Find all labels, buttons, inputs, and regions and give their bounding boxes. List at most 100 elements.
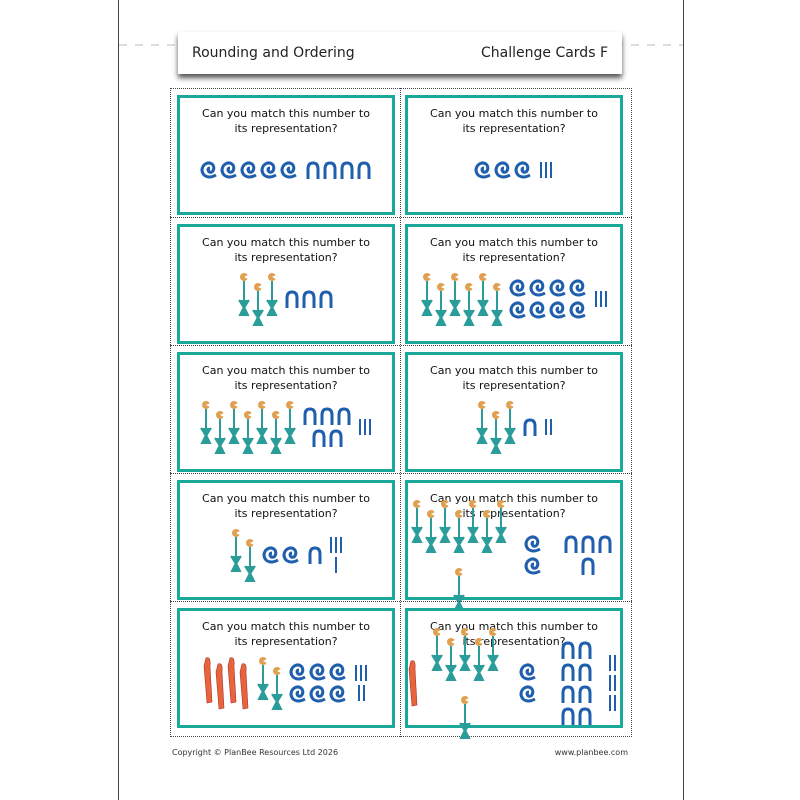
arch-group: [307, 546, 324, 568]
stroke-group: [354, 665, 369, 705]
coil-group: [510, 663, 548, 707]
challenge-card: Can you match this number to its represe…: [405, 224, 623, 344]
stroke-icon: [364, 665, 369, 685]
arch-icon: [305, 161, 322, 183]
lotus-group: [237, 272, 279, 330]
lotus-icon: [462, 282, 476, 330]
coil-icon: [474, 161, 494, 183]
lotus-icon: [270, 666, 284, 714]
arch-icon: [597, 535, 614, 557]
hieroglyph-representation: [408, 628, 620, 739]
hieroglyph-representation: [408, 500, 620, 611]
lotus-icon: [503, 400, 517, 458]
lotus-icon: [255, 400, 269, 458]
stroke-icon: [549, 162, 554, 182]
arch-group: [522, 418, 539, 440]
arch-icon: [560, 641, 577, 663]
stroke-icon: [613, 675, 618, 695]
lotus-icon: [466, 499, 480, 557]
lotus-icon: [480, 509, 494, 557]
lotus-icon: [438, 499, 452, 557]
hieroglyph-representation: [180, 527, 392, 587]
copyright: Copyright © PlanBee Resources Ltd 2026: [172, 748, 339, 757]
coil-icon: [309, 663, 329, 685]
page-subtitle: Challenge Cards F: [481, 45, 608, 61]
challenge-card: Can you match this number to its represe…: [177, 608, 395, 728]
card-question: Can you match this number to its represe…: [202, 620, 370, 648]
coil-icon: [509, 301, 529, 323]
arch-icon: [336, 407, 353, 429]
arch-icon: [580, 557, 597, 579]
lotus-icon: [444, 637, 458, 685]
lotus-icon: [490, 282, 504, 330]
coil-icon: [282, 546, 302, 568]
coil-icon: [514, 161, 534, 183]
coil-icon: [280, 161, 300, 183]
coil-icon: [289, 663, 309, 685]
hieroglyph-representation: [408, 142, 620, 202]
lotus-icon: [472, 637, 486, 685]
coil-icon: [529, 279, 549, 301]
arch-icon: [563, 535, 580, 557]
lotus-icon: [448, 272, 462, 330]
arch-icon: [560, 707, 577, 729]
hieroglyph-representation: [180, 271, 392, 331]
coil-icon: [260, 161, 280, 183]
stroke-icon: [544, 419, 549, 439]
lotus-group: [408, 499, 511, 615]
coil-icon: [519, 663, 539, 685]
lotus-icon: [237, 272, 251, 330]
coil-group: [516, 535, 553, 579]
challenge-card: Can you match this number to its represe…: [177, 480, 395, 600]
coil-icon: [524, 557, 544, 579]
finger-icon: [408, 659, 420, 711]
lotus-icon: [489, 410, 503, 458]
stroke-group: [606, 655, 620, 715]
stroke-icon: [368, 419, 373, 439]
lotus-icon: [256, 656, 270, 714]
coil-icon: [329, 685, 349, 707]
challenge-card: Can you match this number to its represe…: [405, 608, 623, 739]
coil-icon: [200, 161, 220, 183]
arch-icon: [580, 535, 597, 557]
coil-icon: [220, 161, 240, 183]
arch-icon: [356, 161, 373, 183]
stroke-icon: [613, 695, 618, 715]
stroke-icon: [613, 655, 618, 675]
lotus-icon: [476, 272, 490, 330]
arch-icon: [577, 641, 594, 663]
stroke-icon: [357, 685, 362, 705]
lotus-group: [256, 656, 284, 714]
arch-icon: [560, 685, 577, 707]
coil-icon: [240, 161, 260, 183]
card-question: Can you match this number to its represe…: [202, 107, 370, 135]
website: www.planbee.com: [554, 748, 628, 757]
arch-icon: [577, 685, 594, 707]
arch-icon: [339, 161, 356, 183]
coil-group: [200, 161, 300, 183]
coil-icon: [289, 685, 309, 707]
finger-icon: [215, 662, 227, 714]
stroke-group: [594, 291, 609, 311]
coil-icon: [519, 685, 539, 707]
arch-icon: [319, 407, 336, 429]
coil-group: [474, 161, 534, 183]
finger-group: [203, 656, 251, 714]
lotus-icon: [283, 400, 297, 458]
stroke-icon: [339, 537, 344, 557]
stroke-icon: [354, 665, 359, 685]
card-question: Can you match this number to its represe…: [202, 236, 370, 264]
coil-icon: [329, 663, 349, 685]
finger-group: [408, 659, 420, 711]
coil-icon: [569, 301, 589, 323]
page-header: Rounding and Ordering Challenge Cards F: [178, 32, 622, 74]
arch-group: [284, 290, 335, 312]
lotus-icon: [458, 695, 472, 743]
stroke-icon: [594, 291, 599, 311]
challenge-card: Can you match this number to its represe…: [177, 224, 395, 344]
hieroglyph-representation: [180, 142, 392, 202]
lotus-icon: [430, 627, 444, 685]
finger-icon: [203, 656, 215, 714]
arch-icon: [560, 663, 577, 685]
lotus-group: [229, 528, 257, 586]
